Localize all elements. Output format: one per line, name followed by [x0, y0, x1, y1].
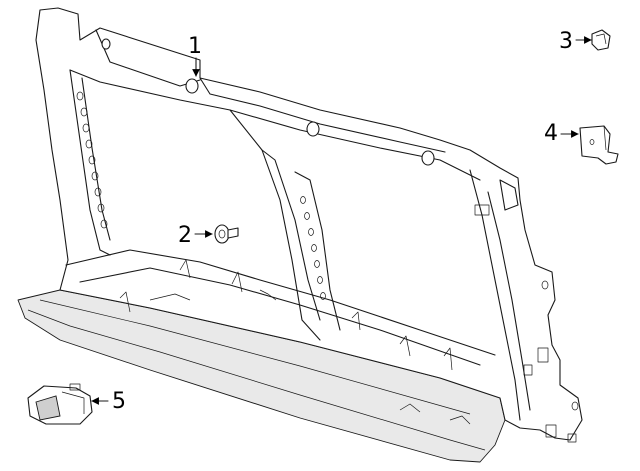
left-pillar-holes [76, 91, 108, 229]
bolt-part [214, 224, 239, 244]
callout-2: 2 [178, 223, 213, 248]
svg-text:2: 2 [178, 223, 192, 248]
clip-part [591, 29, 611, 51]
callout-1: 1 [188, 34, 202, 77]
svg-text:4: 4 [544, 121, 558, 146]
callout-4: 4 [544, 121, 579, 146]
callout-3: 3 [559, 29, 592, 54]
svg-text:1: 1 [188, 34, 202, 59]
shelf-ribs [119, 259, 453, 371]
sensor-part [27, 383, 93, 425]
outer-frame [35, 7, 583, 441]
center-support [229, 109, 321, 341]
svg-text:5: 5 [112, 389, 126, 414]
callout-5: 5 [91, 389, 126, 414]
center-pillar-holes [300, 196, 326, 300]
bracket-part [579, 125, 619, 165]
radiator-support-panel [17, 7, 583, 463]
svg-text:3: 3 [559, 29, 573, 54]
